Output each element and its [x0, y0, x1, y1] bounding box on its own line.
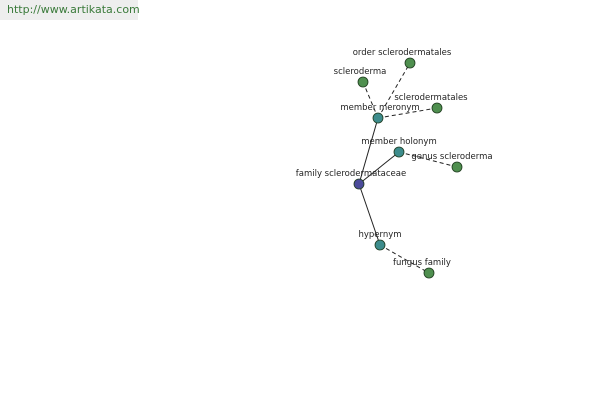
node-label-order-sclerodermatales[interactable]: order sclerodermatales [353, 48, 452, 58]
node-label-genus-scleroderma[interactable]: genus scleroderma [411, 152, 492, 162]
watermark-url: http://www.artikata.com [0, 0, 140, 20]
edge-hypernym-to-fungus-family [379, 244, 430, 274]
node-label-member-holonym[interactable]: member holonym [361, 137, 436, 147]
node-label-fungus-family[interactable]: fungus family [393, 258, 451, 268]
edge-member-meronym-to-sclerodermatales [377, 107, 438, 119]
node-label-sclerodermatales[interactable]: sclerodermatales [394, 93, 468, 103]
node-member-meronym[interactable] [372, 112, 384, 124]
node-member-holonym[interactable] [393, 146, 405, 158]
node-scleroderma[interactable] [357, 76, 369, 88]
labels-layer: family sclerodermataceae member meronym me… [296, 48, 493, 268]
node-fungus-family[interactable] [423, 267, 435, 279]
node-family-sclerodermataceae[interactable] [353, 178, 365, 190]
node-order-sclerodermatales[interactable] [404, 57, 416, 69]
node-label-family-sclerodermataceae[interactable]: family sclerodermataceae [296, 169, 406, 179]
nodes-layer [353, 57, 463, 279]
node-label-scleroderma[interactable]: scleroderma [334, 67, 387, 77]
edges-layer [358, 62, 458, 274]
edge-member-meronym-to-order-sclerodermatales [377, 62, 411, 119]
edge-family-sclerodermataceae-to-member-holonym [358, 151, 400, 185]
edge-family-sclerodermataceae-to-hypernym [358, 183, 381, 246]
node-label-member-meronym[interactable]: member meronym [340, 103, 419, 113]
node-hypernym[interactable] [374, 239, 386, 251]
node-sclerodermatales[interactable] [431, 102, 443, 114]
node-genus-scleroderma[interactable] [451, 161, 463, 173]
node-label-hypernym[interactable]: hypernym [358, 230, 401, 240]
edge-family-sclerodermataceae-to-member-meronym [358, 117, 379, 185]
edge-member-holonym-to-genus-scleroderma [398, 151, 458, 168]
